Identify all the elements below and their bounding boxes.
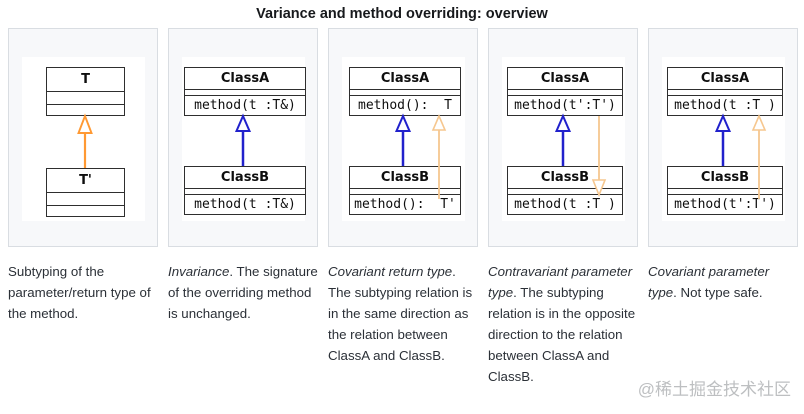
empty-compartment (668, 90, 782, 96)
method-signature: method(t':T') (514, 98, 616, 113)
class-box-b: ClassB method(t :T&) (184, 166, 306, 215)
type-box-t-prime: T' (46, 168, 125, 217)
caption-text: . The subtyping relation is in the oppos… (488, 285, 636, 384)
caption-row: Subtyping of the parameter/return type o… (8, 261, 798, 387)
empty-compartment (508, 189, 622, 195)
caption-text: . The signature of the overriding method… (168, 264, 318, 321)
caption-invariance: Invariance. The signature of the overrid… (168, 261, 318, 387)
class-box-b: ClassB method(t':T') (667, 166, 783, 215)
variance-panel-1: T T' (8, 28, 158, 247)
empty-compartment (47, 92, 124, 105)
type-box-t: T (46, 67, 125, 116)
class-name: ClassB (508, 167, 622, 189)
method-signature: method(): T (358, 98, 452, 113)
class-box-a: ClassA method(): T (349, 67, 461, 116)
class-name: ClassB (350, 167, 460, 189)
empty-compartment (185, 90, 305, 96)
empty-compartment (47, 105, 124, 115)
class-box-b: ClassB method(t :T ) (507, 166, 623, 215)
class-name: ClassA (508, 68, 622, 90)
empty-compartment (508, 90, 622, 96)
class-name: ClassB (668, 167, 782, 189)
caption-term: Covariant return type (328, 264, 453, 279)
empty-compartment (350, 90, 460, 96)
method-signature: method(t':T') (674, 197, 776, 212)
empty-compartment (47, 193, 124, 206)
empty-compartment (668, 189, 782, 195)
method-signature: method(): T' (354, 197, 456, 212)
class-name: ClassA (185, 68, 305, 90)
caption-subtyping: Subtyping of the parameter/return type o… (8, 261, 158, 387)
class-name: ClassA (668, 68, 782, 90)
class-box-a: ClassA method(t :T ) (667, 67, 783, 116)
method-signature: method(t :T ) (674, 98, 776, 113)
caption-text: . The subtyping relation is in the same … (328, 264, 473, 363)
caption-text: Subtyping of the parameter/return type o… (8, 264, 151, 321)
empty-compartment (185, 189, 305, 195)
watermark: @稀土掘金技术社区 (637, 380, 791, 399)
page-title: Variance and method overriding: overview (256, 6, 548, 22)
method-signature: method(t :T&) (194, 197, 296, 212)
empty-compartment (350, 189, 460, 195)
variance-panel-2: ClassA method(t :T&) ClassB method(t :T&… (168, 28, 318, 247)
caption-term: Contravariant parameter type (488, 264, 633, 300)
caption-term: Covariant parameter type (648, 264, 770, 300)
variance-panel-3: ClassA method(): T ClassB method(): T' (328, 28, 478, 247)
caption-contravariant-parameter: Contravariant parameter type. The subtyp… (488, 261, 638, 387)
method-signature: method(t :T ) (514, 197, 616, 212)
variance-panel-4: ClassA method(t':T') ClassB method(t :T … (488, 28, 638, 247)
caption-text: . Not type safe. (673, 285, 763, 300)
class-box-a: ClassA method(t :T&) (184, 67, 306, 116)
variance-panel-5: ClassA method(t :T ) ClassB method(t':T'… (648, 28, 798, 247)
class-box-a: ClassA method(t':T') (507, 67, 623, 116)
method-signature: method(t :T&) (194, 98, 296, 113)
class-name: ClassA (350, 68, 460, 90)
class-box-b: ClassB method(): T' (349, 166, 461, 215)
class-name: ClassB (185, 167, 305, 189)
caption-covariant-parameter: Covariant parameter type. Not type safe. (648, 261, 798, 387)
caption-term: Invariance (168, 264, 230, 279)
type-name: T (47, 68, 124, 92)
caption-covariant-return: Covariant return type. The subtyping rel… (328, 261, 478, 387)
diagram-panel-row: T T' ClassA method(t :T&) ClassB method(… (8, 28, 798, 247)
type-name: T' (47, 169, 124, 193)
empty-compartment (47, 206, 124, 216)
